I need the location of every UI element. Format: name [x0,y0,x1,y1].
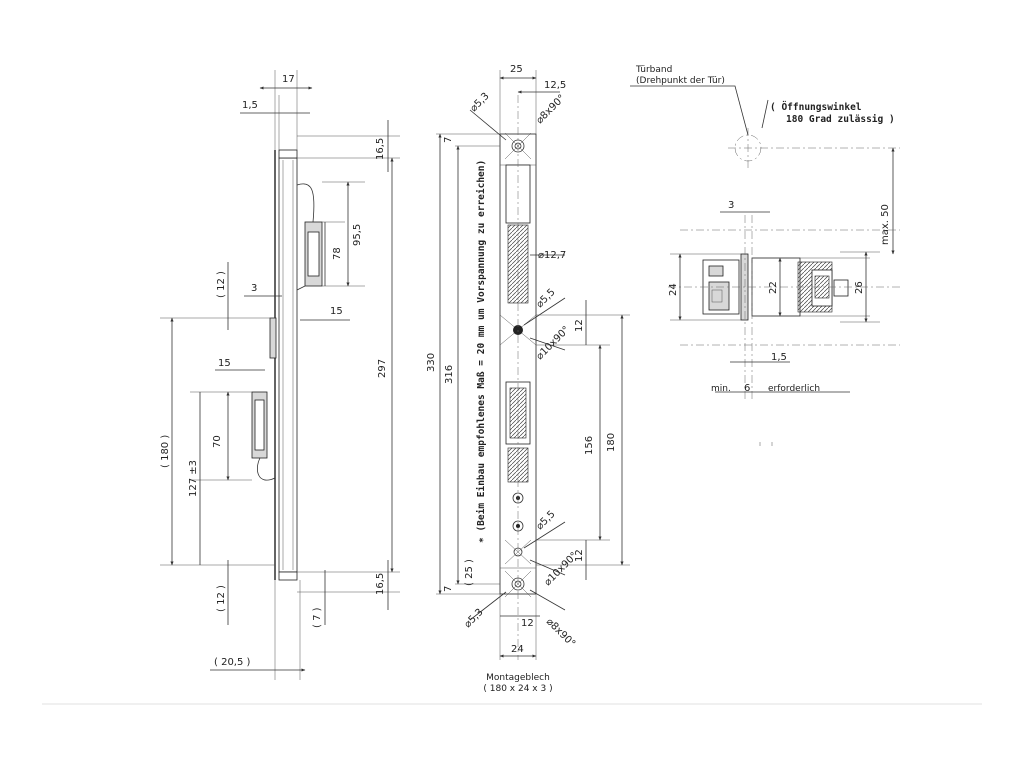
side-dim-12-top: ( 12 ) [216,271,227,298]
side-dim-3: 3 [251,283,257,294]
side-dim-78: 78 [332,247,343,260]
hinge-min-b: 6 [744,383,750,394]
front-dim-12-7: ⌀12,7 [538,250,566,261]
front-dim-12-upper: 12 [574,319,585,332]
hinge-dim-3: 3 [728,200,734,211]
side-dim-95-5: 95,5 [352,224,363,246]
front-dim-25-paren: ( 25 ) [464,559,475,586]
front-dim-316: 316 [444,365,455,384]
side-dim-20-5: ( 20,5 ) [214,657,251,668]
side-dim-70: 70 [212,435,223,448]
hinge-dim-26: 26 [854,281,865,294]
front-dim-10x90-upper: ⌀10x90° [534,324,572,362]
front-dim-12-5: 12,5 [544,80,566,91]
front-dim-180: 180 [606,433,617,452]
hinge-dim-22: 22 [768,281,779,294]
side-dim-15-lower: 15 [218,358,231,369]
hinge-view: Türband (Drehpunkt der Tür) ( Öffnungswi… [630,65,900,446]
side-dim-17: 17 [282,74,295,85]
front-plate-label-1: Montageblech [486,673,550,683]
front-dim-5-5-upper: ⌀5,5 [534,287,557,310]
front-dim-12-bottom: 12 [521,618,534,629]
side-dim-1-5: 1,5 [242,100,258,111]
front-dim-156: 156 [584,436,595,455]
hinge-label-2: (Drehpunkt der Tür) [636,76,725,86]
side-dim-127: 127 ±3 [188,460,199,497]
hinge-min-a: min. [711,384,731,394]
side-dim-15-upper: 15 [330,306,343,317]
side-dim-180: ( 180 ) [160,435,171,468]
side-dim-297: 297 [377,359,388,378]
side-dim-16-5-bottom: 16,5 [375,573,386,595]
front-dim-12-lower: 12 [574,549,585,562]
front-plate-label-2: ( 180 x 24 x 3 ) [483,684,552,694]
front-hole-bot-b: ⌀8x90° [544,616,577,649]
front-view: 25 12,5 ⌀5,3 ⌀8x90° 7 330 316 ∗ (Beim Ei… [426,64,630,694]
opening-label-1: ( Öffnungswinkel [770,102,862,113]
side-dim-7: ( 7 ) [312,607,323,628]
front-dim-7-top: 7 [443,137,454,143]
hinge-dim-24: 24 [668,283,679,296]
front-hole-top-b: ⌀8x90° [534,93,567,126]
front-dim-330: 330 [426,353,437,372]
opening-label-2: 180 Grad zulässig ) [786,114,895,125]
front-vertical-note: ∗ (Beim Einbau empfohlenes Maß = 20 mm u… [476,160,487,543]
front-dim-10x90-lower: ⌀10x90° [542,550,580,588]
front-dim-24: 24 [511,644,524,655]
front-hole-top-a: ⌀5,3 [468,91,491,114]
side-dim-12-bottom: ( 12 ) [216,585,227,612]
side-dim-16-5-top: 16,5 [375,138,386,160]
front-dim-25-top: 25 [510,64,523,75]
front-dim-7-bottom: 7 [443,586,454,592]
hinge-label-1: Türband [635,65,672,75]
hinge-dim-max50: max. 50 [880,204,891,245]
hinge-dim-1-5: 1,5 [771,352,787,363]
side-view: 17 1,5 16,5 95,5 78 ( 12 ) 3 15 297 15 (… [160,70,400,680]
hinge-min-c: erforderlich [768,384,820,394]
side-body [278,157,298,573]
